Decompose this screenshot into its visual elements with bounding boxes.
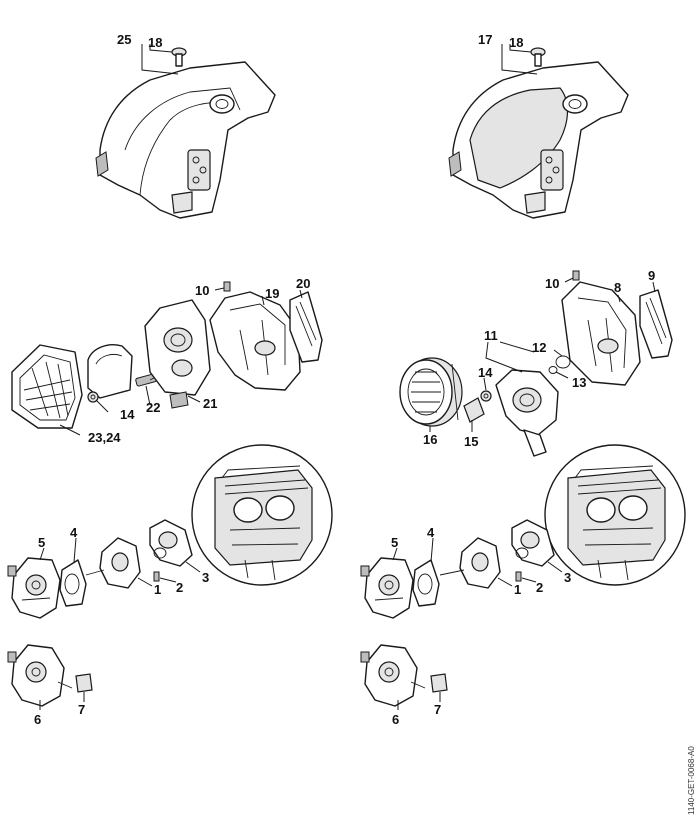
clip-7-right <box>430 673 448 693</box>
leaders-mid-right <box>429 277 656 432</box>
label-4-left: 4 <box>70 525 78 540</box>
leaders-low2-left <box>39 692 85 710</box>
label-16: 16 <box>423 432 437 447</box>
carburetor-6-right <box>360 644 426 707</box>
screw-18-left <box>171 47 187 67</box>
label-4-right: 4 <box>427 525 435 540</box>
label-23-24: 23,24 <box>88 430 121 445</box>
label-6-right: 6 <box>392 712 399 727</box>
engine-callout-left <box>191 444 333 586</box>
nut-14-left <box>87 391 99 403</box>
label-14-right: 14 <box>478 365 493 380</box>
label-21: 21 <box>203 396 217 411</box>
label-19: 19 <box>265 286 279 301</box>
leaders-low-right <box>392 537 563 587</box>
carburetor-5-right <box>360 557 414 619</box>
label-5-left: 5 <box>38 535 45 550</box>
label-10-right: 10 <box>545 276 559 291</box>
label-1-left: 1 <box>154 582 161 597</box>
leaders-mid-left <box>59 287 303 436</box>
filter-base-11 <box>495 369 559 457</box>
gasket-4-left <box>59 559 87 607</box>
label-17: 17 <box>478 32 492 47</box>
nut-14-right <box>480 390 492 402</box>
label-22: 22 <box>146 400 160 415</box>
label-8: 8 <box>614 280 621 295</box>
plate-20 <box>289 291 323 363</box>
flange-1-left <box>85 537 141 589</box>
label-11: 11 <box>484 328 498 343</box>
air-filter-cover-left <box>11 344 83 429</box>
carburetor-5-left <box>7 557 61 619</box>
screw-10-right <box>572 270 580 281</box>
leaders-low-left <box>39 537 201 587</box>
manifold-3-right <box>511 519 555 567</box>
label-15: 15 <box>464 434 478 449</box>
screw-10-left <box>223 281 231 292</box>
screw-18-right <box>530 47 546 67</box>
leaders-low2-right <box>397 692 441 710</box>
carburetor-6-left <box>7 644 73 707</box>
leader-25-18 <box>141 44 179 75</box>
plate-9 <box>639 289 673 359</box>
label-10-left: 10 <box>195 283 209 298</box>
air-filter-16 <box>399 357 463 427</box>
label-14-left: 14 <box>120 407 135 422</box>
baffle-8 <box>561 281 641 386</box>
label-7-right: 7 <box>434 702 441 717</box>
flange-1-right <box>439 537 501 589</box>
label-12: 12 <box>532 340 546 355</box>
filter-housing-left <box>87 344 133 399</box>
grommet-15 <box>463 397 485 423</box>
label-13: 13 <box>572 375 586 390</box>
label-9: 9 <box>648 268 655 283</box>
screw-2-left <box>153 571 160 582</box>
label-6-left: 6 <box>34 712 41 727</box>
label-18-right: 18 <box>509 35 523 50</box>
label-3-right: 3 <box>564 570 571 585</box>
label-7-left: 7 <box>78 702 85 717</box>
o-ring-12 <box>555 355 571 369</box>
label-1-right: 1 <box>514 582 521 597</box>
drawing-code: 1140-GET-0068-A0 <box>687 746 696 815</box>
label-20: 20 <box>296 276 310 291</box>
o-ring-13 <box>548 366 558 374</box>
label-5-right: 5 <box>391 535 398 550</box>
label-2-right: 2 <box>536 580 543 595</box>
shroud-left <box>95 61 276 219</box>
gasket-4-right <box>412 559 440 607</box>
clip-7-left <box>75 673 93 693</box>
label-3-left: 3 <box>202 570 209 585</box>
leader-17-18 <box>501 44 538 75</box>
shroud-right <box>448 61 629 219</box>
carb-box-left <box>144 299 211 409</box>
label-25: 25 <box>117 32 131 47</box>
label-2-left: 2 <box>176 580 183 595</box>
screw-2-right <box>515 571 522 582</box>
label-18-left: 18 <box>148 35 162 50</box>
engine-callout-right <box>544 444 686 586</box>
manifold-3-left <box>149 519 193 567</box>
baffle-19 <box>209 291 301 391</box>
